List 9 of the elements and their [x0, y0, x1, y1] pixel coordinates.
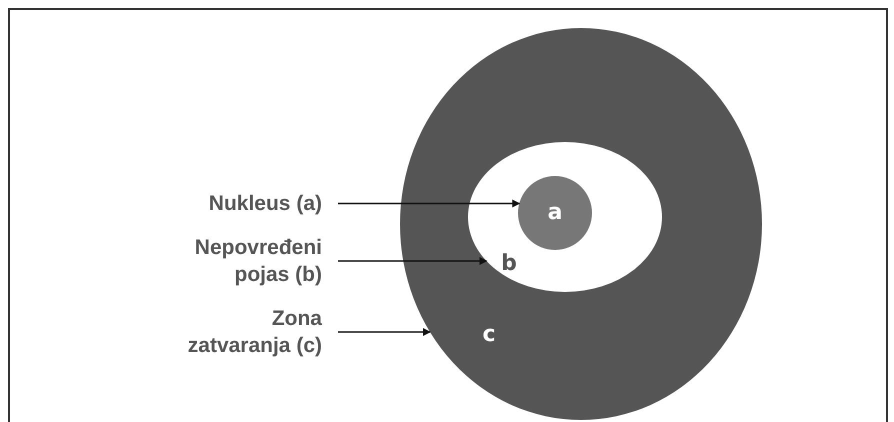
zone-label: Nukleus (a) — [92, 190, 322, 217]
zone-label: Zona zatvaranja (c) — [167, 305, 322, 359]
leader-arrow — [338, 257, 488, 265]
zone-letter: b — [501, 253, 517, 275]
zone-letter: a — [548, 202, 562, 224]
zone-letter: c — [482, 324, 496, 346]
leader-arrow — [338, 328, 431, 336]
zone-label: Nepovređeni pojas (b) — [152, 234, 322, 288]
leader-arrow — [338, 200, 520, 208]
